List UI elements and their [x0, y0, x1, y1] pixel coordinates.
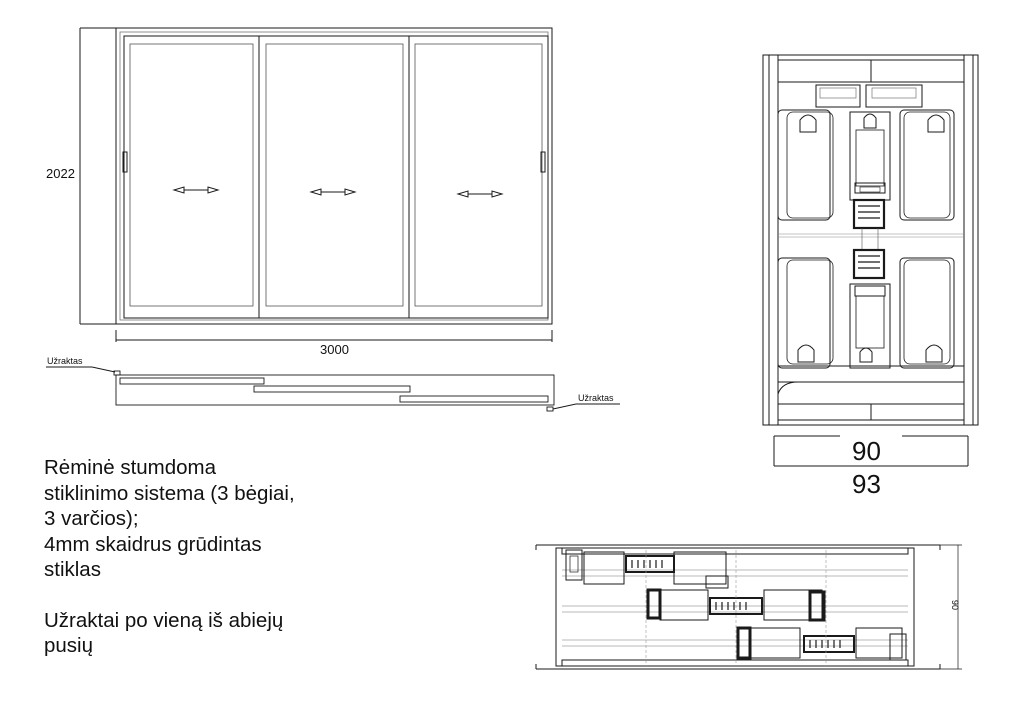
- handle-right: [540, 151, 546, 173]
- lock-label-left: Užraktas: [47, 356, 83, 366]
- description-line: stiklinimo sistema (3 bėgiai,: [44, 481, 295, 505]
- plan-view: [46, 366, 620, 412]
- lock-label-right: Užraktas: [578, 393, 614, 403]
- description-line: Užraktai po vieną iš abiejų: [44, 608, 284, 632]
- sliding-arrow-1: [172, 186, 220, 194]
- description-line: Rėminė stumdoma: [44, 456, 217, 479]
- section-dimension-outer: 93: [852, 469, 881, 499]
- height-dimension-label: 2022: [46, 166, 75, 181]
- description-line: pusių: [44, 634, 94, 657]
- system-description: Rėminė stumdoma stiklinimo sistema (3 bė…: [44, 455, 404, 659]
- description-line: 4mm skaidrus grūdintas: [44, 532, 262, 556]
- description-spacer: [44, 583, 404, 608]
- description-line: 3 varčios);: [44, 507, 139, 530]
- lock-marker-left: [113, 370, 121, 376]
- handle-left: [122, 151, 128, 173]
- description-line: stiklas: [44, 558, 101, 581]
- sash-1: [123, 35, 260, 319]
- horizontal-section-dimension: 90: [950, 600, 960, 611]
- lock-marker-right: [546, 406, 554, 412]
- sliding-arrow-3: [456, 190, 504, 198]
- section-dimension-inner: 90: [852, 436, 881, 466]
- sash-2: [258, 35, 410, 319]
- sliding-arrow-2: [309, 188, 357, 196]
- vertical-section: [762, 54, 979, 467]
- sash-3: [408, 35, 549, 319]
- front-elevation: [79, 27, 553, 342]
- width-dimension-label: 3000: [320, 342, 349, 357]
- horizontal-section: [535, 544, 962, 670]
